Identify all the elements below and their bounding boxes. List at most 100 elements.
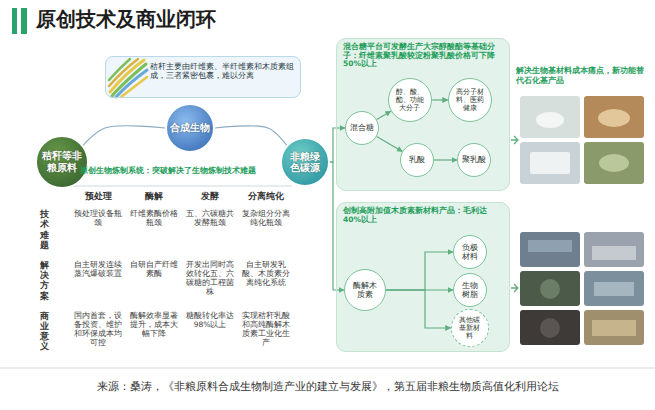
product-circle: 负极材料 (453, 235, 487, 269)
node-text: 混合糖平台可发酵生产大宗醇酸酯等基础分子：纤维素聚乳酸较淀粉聚乳酸价格可下降50… (343, 43, 503, 69)
benefit-label: 解决生物基材料成本痛点，新功能替代石化基产品 (516, 66, 650, 85)
product-circle: 混合糖 (345, 111, 379, 145)
table-cell: 国内首套，设备投资、维护和环保成本均可控 (72, 311, 124, 347)
title-bar (21, 8, 27, 34)
product-photo (584, 96, 644, 138)
row-header: 商业意义 (40, 311, 58, 352)
node-text: 秸秆主要由纤维素、半纤维素和木质素组成，三者紧密包裹，难以分离 (150, 62, 294, 80)
pointer-arrow (511, 136, 518, 144)
photo-detail (530, 152, 570, 174)
column-header: 发酵 (184, 191, 236, 201)
pointer-arrow (511, 284, 518, 292)
panel-fill (336, 38, 510, 191)
lignin-panel: 创制高附加值木质素新材料产品：毛利达40%以上酶解木质素 负极材料生物树脂其他碳基… (336, 202, 510, 352)
product-photo (520, 232, 580, 267)
row-header: 技术难题 (40, 209, 58, 250)
divider-line (72, 186, 292, 187)
table-cell: 酶解效率显著提升，成本大幅下降 (128, 311, 180, 338)
title-bar (12, 8, 17, 34)
table-cell: 开发出同时高效转化五、六碳糖的工程菌株 (184, 260, 236, 296)
divider-line (0, 368, 655, 369)
product-photo (520, 96, 580, 138)
title: 原创技术及商业闭环 (36, 7, 216, 31)
node-label: 生物树脂 (461, 281, 479, 299)
product-photo (520, 142, 580, 184)
column-header: 酶解 (128, 191, 180, 201)
table-cell: 纤维素酶价格瓶颈 (128, 209, 180, 227)
connector (215, 126, 287, 145)
product-circle: 聚乳酸 (457, 143, 491, 177)
table-cell: 五、六碳糖共发酵瓶颈 (184, 209, 236, 227)
connector (386, 290, 451, 328)
product-circle: 乳酸 (400, 143, 434, 177)
fiber-strand (109, 59, 138, 86)
connector (377, 137, 403, 152)
photo-detail (594, 282, 634, 296)
row-header: 解决方案 (40, 260, 58, 301)
photo-detail (528, 240, 572, 252)
column-header: 分离纯化 (240, 191, 292, 201)
panel-fill (105, 56, 301, 98)
connector (377, 111, 391, 119)
product-circle: 生物树脂 (453, 273, 487, 307)
photo-detail (536, 112, 564, 128)
photo-detail (540, 318, 560, 338)
connector (330, 162, 344, 290)
node-label: 醇、酸、酯、功能大分子 (395, 88, 425, 112)
node-label: 秸秆等非粮原料 (41, 150, 83, 173)
table-cell: 糖酸转化率达98%以上 (184, 311, 236, 329)
photo-detail (592, 246, 636, 260)
connector (432, 99, 448, 100)
fiber-strand (109, 59, 130, 80)
photo-detail (540, 279, 560, 299)
photo-detail (598, 109, 630, 127)
table-cell: 复杂组分分离纯化瓶颈 (240, 209, 292, 227)
product-photo (584, 232, 644, 267)
callout-box: 秸秆主要由纤维素、半纤维素和木质素组成，三者紧密包裹，难以分离 (105, 56, 301, 98)
caption: 来源：桑涛，《非粮原料合成生物制造产业的建立与发展》，第五届非粮生物质高值化利用… (6, 380, 649, 393)
product-circle: 醇、酸、酯、功能大分子 (388, 78, 433, 123)
product-photo (584, 271, 644, 306)
node-label: 合成生物 (169, 122, 211, 134)
product-circle: 高分子材料、医药健康 (448, 78, 493, 123)
node-label: 非粮绿色碳源 (289, 151, 321, 174)
node-label: 乳酸 (404, 155, 430, 164)
node-label: 聚乳酸 (461, 155, 487, 164)
node-label: 负极材料 (461, 243, 479, 261)
node-label: 混合糖 (349, 123, 375, 132)
table-cell: 自研自产纤维素酶 (128, 260, 180, 278)
node-label: 高分子材料、医药健康 (455, 88, 485, 112)
table-cell: 实现秸秆乳酸和高纯酶解木质素工业化生产 (240, 311, 292, 347)
product-photo (520, 310, 580, 345)
source-circle: 秸秆等非粮原料 (35, 135, 89, 189)
photo-detail (599, 154, 629, 172)
connector (330, 128, 345, 162)
table-cell: 自主研发乳酸、木质素分离纯化系统 (240, 260, 292, 287)
carbon-circle: 非粮绿色碳源 (280, 137, 330, 187)
platform-panel: 混合糖平台可发酵生产大宗醇酸酯等基础分子：纤维素聚乳酸较淀粉聚乳酸价格可下降50… (336, 38, 510, 191)
node-text: 创制高附加值木质素新材料产品：毛利达40%以上 (343, 207, 503, 224)
fiber-strand (121, 77, 147, 97)
node-label: 酶解木质素 (352, 281, 378, 299)
product-circle: 其他碳基新材料 (451, 309, 490, 348)
backdrop-group (105, 38, 510, 352)
connector (386, 252, 453, 290)
product-photo (520, 271, 580, 306)
product-photo (584, 142, 644, 184)
product-photo (584, 310, 644, 345)
node-label: 其他碳基新材料 (459, 316, 481, 340)
connector (434, 159, 457, 160)
fiber-strand (112, 64, 146, 96)
fiber-illustration (109, 59, 147, 97)
table-cell: 预处理设备瓶颈 (72, 209, 124, 227)
panel-fill (336, 202, 510, 352)
process-circle: 合成生物 (165, 103, 215, 153)
table-cell: 自主研发连续蒸汽爆破装置 (72, 260, 124, 278)
product-circle: 酶解木质素 (344, 269, 386, 311)
connector (83, 126, 165, 146)
